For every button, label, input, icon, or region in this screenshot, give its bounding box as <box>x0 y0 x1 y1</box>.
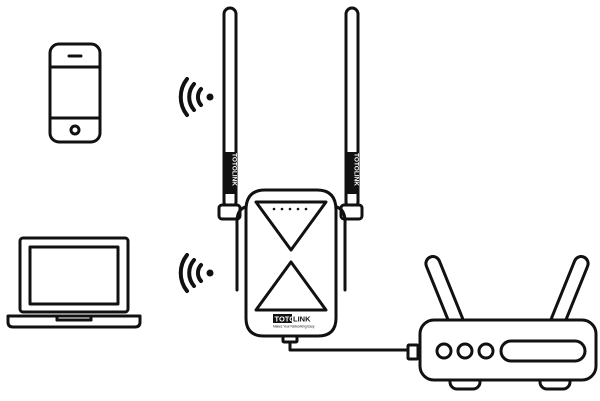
antenna-right: TOTOLINK <box>339 6 364 221</box>
led-indicators <box>272 207 308 211</box>
wifi-extender-icon: TOTOLINK TOTOLINK TOTO LINK <box>217 6 364 338</box>
wifi-signal-icon <box>178 253 214 293</box>
router-icon <box>418 255 598 391</box>
smartphone-icon <box>48 42 102 144</box>
antenna-right-logo: TOTOLINK <box>353 153 360 186</box>
wifi-signal-icon <box>178 77 214 117</box>
antenna-left-logo: TOTOLINK <box>231 153 238 186</box>
logo-part-a: TOTO <box>275 314 296 323</box>
brand-logo: TOTO LINK Makes Your Networking Easy <box>273 314 315 329</box>
antenna-left: TOTOLINK <box>217 6 242 221</box>
logo-part-b: LINK <box>293 314 311 323</box>
brand-tagline: Makes Your Networking Easy <box>273 325 315 329</box>
laptop-icon <box>6 236 142 329</box>
